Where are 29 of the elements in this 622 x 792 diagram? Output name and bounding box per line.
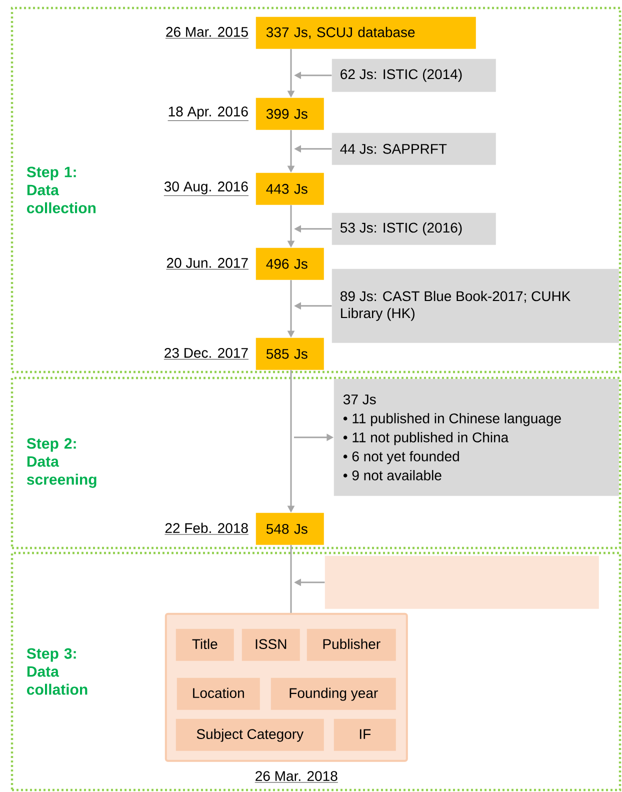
- source-box: 89 Js: CAST Blue Book-2017; CUHK Library (HK): [332, 268, 619, 343]
- date-label: 18 Apr. 2016: [168, 106, 249, 121]
- date-label: 30 Aug. 2016: [164, 182, 249, 196]
- source-box: [324, 556, 599, 609]
- count-box: 548 Js: [256, 512, 324, 545]
- field-box: Location: [176, 678, 260, 710]
- source-box: 44 Js: SAPPRFT: [332, 132, 496, 165]
- step-label: Step 2: Data screening: [26, 438, 96, 488]
- field-box: IF: [334, 718, 396, 751]
- step-label: Step 1: Data collection: [26, 166, 96, 214]
- count-box: 496 Js: [256, 248, 324, 280]
- source-box: 53 Js: ISTIC (2016): [332, 212, 496, 245]
- field-box: Title: [176, 628, 234, 661]
- count-box: 585 Js: [256, 338, 324, 370]
- screening-box: 37 Js • 11 published in Chinese language • 11 not published in China • 6 not yet founded • 9 not available: [334, 378, 619, 496]
- field-box: Founding year: [270, 678, 396, 710]
- count-box: 443 Js: [256, 172, 324, 205]
- source-box: 62 Js: ISTIC (2014): [332, 58, 496, 92]
- date-label: 22 Feb. 2018: [164, 522, 249, 535]
- step-label: Step 3: Data collation: [26, 648, 88, 695]
- field-box: Subject Category: [176, 718, 324, 751]
- count-box: 337 Js, SCUJ database: [256, 16, 476, 49]
- field-box: ISSN: [242, 628, 300, 661]
- field-box: Publisher: [306, 628, 396, 661]
- date-label: 26 Mar. 2018: [254, 771, 338, 783]
- count-box: 399 Js: [256, 98, 324, 130]
- date-label: 26 Mar. 2015: [165, 26, 249, 38]
- date-label: 23 Dec. 2017: [164, 348, 249, 360]
- date-label: 20 Jun. 2017: [166, 258, 249, 270]
